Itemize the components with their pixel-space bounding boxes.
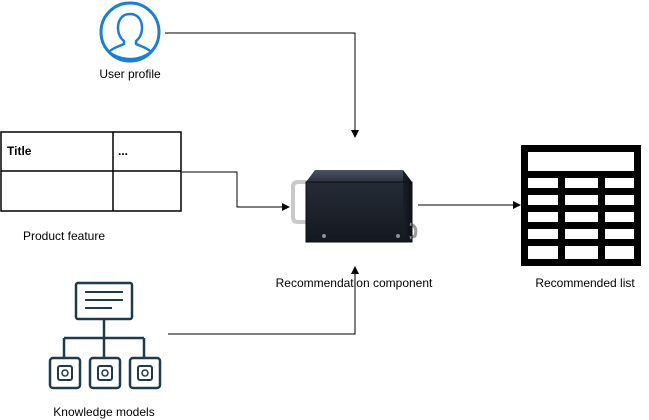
table-grid-icon — [521, 145, 641, 266]
server-box-icon — [291, 170, 418, 243]
node-product-feature[interactable]: Title ... Product feature — [0, 131, 182, 243]
node-recommendation-component[interactable]: Recommendation component — [276, 170, 433, 290]
recommendation-component-label: Recommendation component — [276, 276, 433, 290]
node-user-profile[interactable]: User profile — [99, 1, 161, 81]
user-profile-label: User profile — [99, 67, 161, 81]
hierarchy-icon — [48, 281, 162, 390]
recommended-list-label: Recommended list — [535, 276, 635, 290]
product-feature-label: Product feature — [23, 229, 105, 243]
edge-user-profile-to-recommendation — [165, 32, 359, 138]
edges — [165, 32, 521, 335]
edge-knowledge-models-to-recommendation — [168, 266, 359, 335]
table-header-title: Title — [7, 144, 32, 158]
edge-product-feature-to-recommendation — [182, 171, 290, 211]
user-icon — [99, 1, 161, 63]
node-knowledge-models[interactable]: Knowledge models — [48, 281, 162, 419]
table-header-ellipsis: ... — [118, 144, 128, 158]
product-feature-table: Title ... — [0, 131, 182, 212]
knowledge-models-label: Knowledge models — [53, 405, 154, 419]
node-recommended-list[interactable]: Recommended list — [521, 145, 641, 290]
